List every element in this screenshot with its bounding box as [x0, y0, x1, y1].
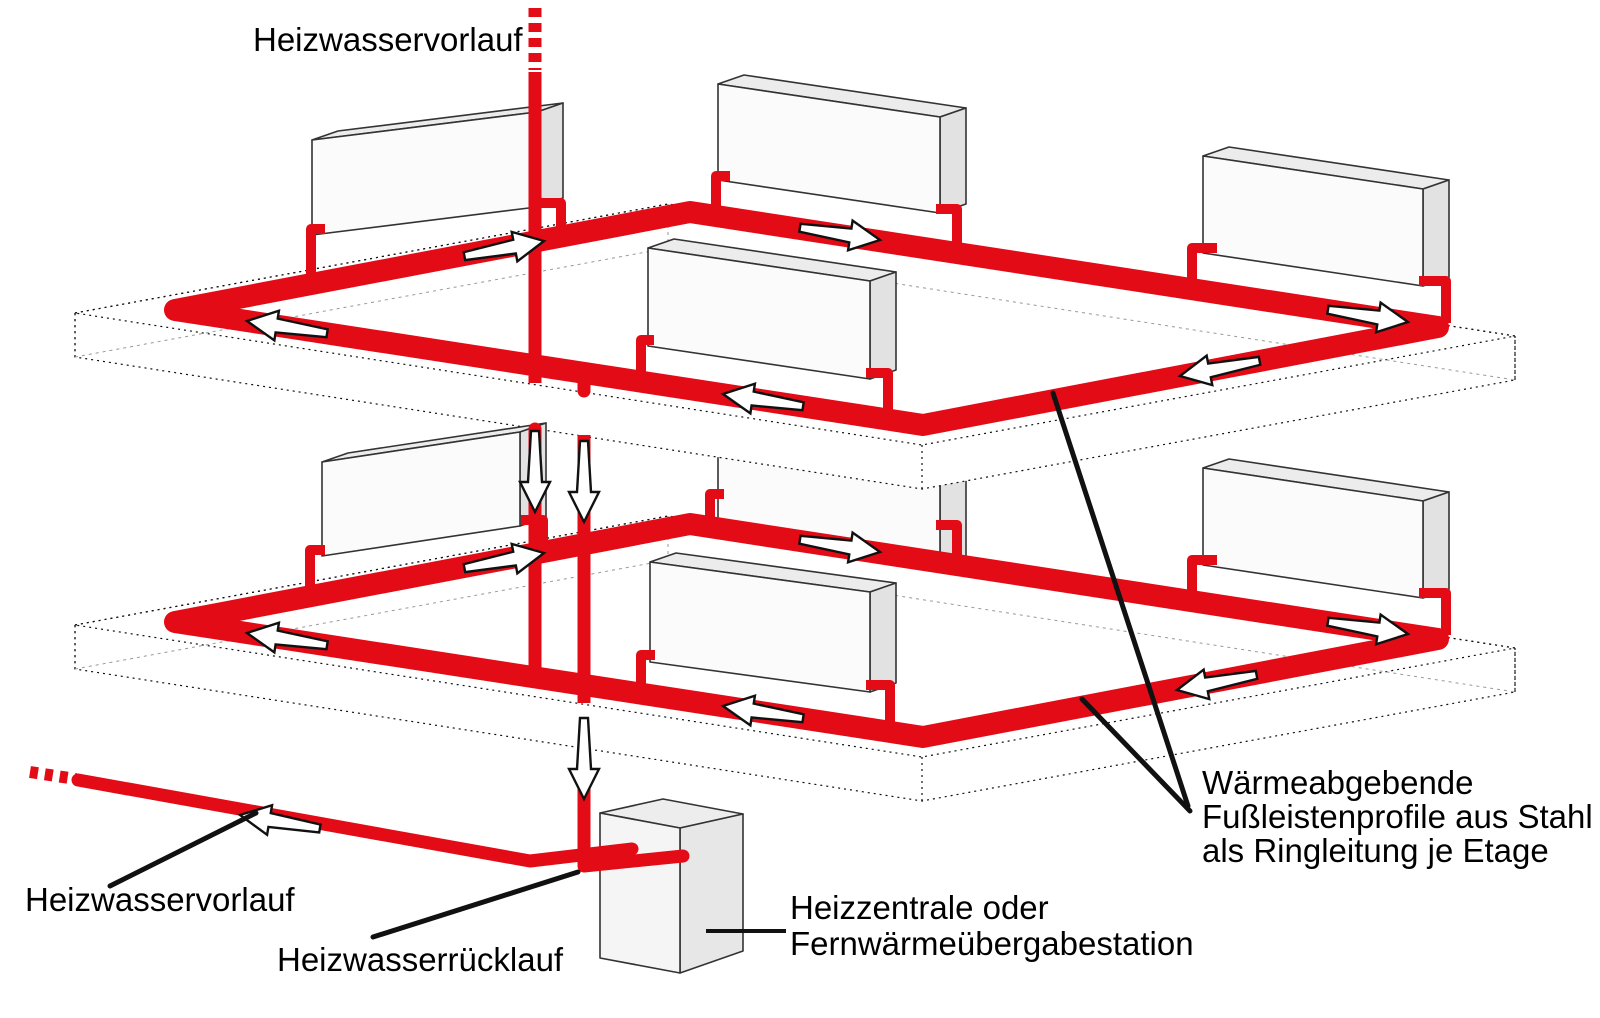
radiator-upper-right: [1202, 146, 1450, 287]
radiator-upper-left: [311, 102, 564, 236]
supply-pipe-bottom: [29, 766, 639, 868]
leader-return: [370, 869, 581, 940]
label-station-line1: Heizzentrale oder: [790, 889, 1049, 926]
label-station-line2: Fernwärmeübergabestation: [790, 925, 1194, 962]
radiator-lower-right: [1202, 458, 1450, 599]
radiator-lower-mid-front: [649, 552, 897, 693]
leader-supply-bottom: [107, 810, 259, 889]
radiator-lower-left: [321, 422, 547, 557]
radiator-upper-mid-rear: [717, 74, 967, 214]
leader-ring-upper: [1050, 390, 1191, 809]
label-ring-line2: Fußleistenprofile aus Stahl: [1202, 798, 1593, 835]
label-return: Heizwasserrücklauf: [277, 941, 564, 978]
down-arrow: [567, 439, 601, 524]
heating-station-box: [599, 798, 744, 974]
label-supply-bottom: Heizwasservorlauf: [25, 881, 295, 918]
label-supply-top: Heizwasservorlauf: [253, 21, 523, 58]
radiator-upper-mid-front: [647, 238, 897, 380]
labels: Heizwasservorlauf Heizwasservorlauf Heiz…: [25, 21, 1593, 978]
label-ring-line3: als Ringleitung je Etage: [1202, 832, 1549, 869]
leader-lines: [107, 390, 1193, 940]
leader-ring-lower: [1079, 696, 1193, 814]
label-ring-line1: Wärmeabgebende: [1202, 764, 1474, 801]
